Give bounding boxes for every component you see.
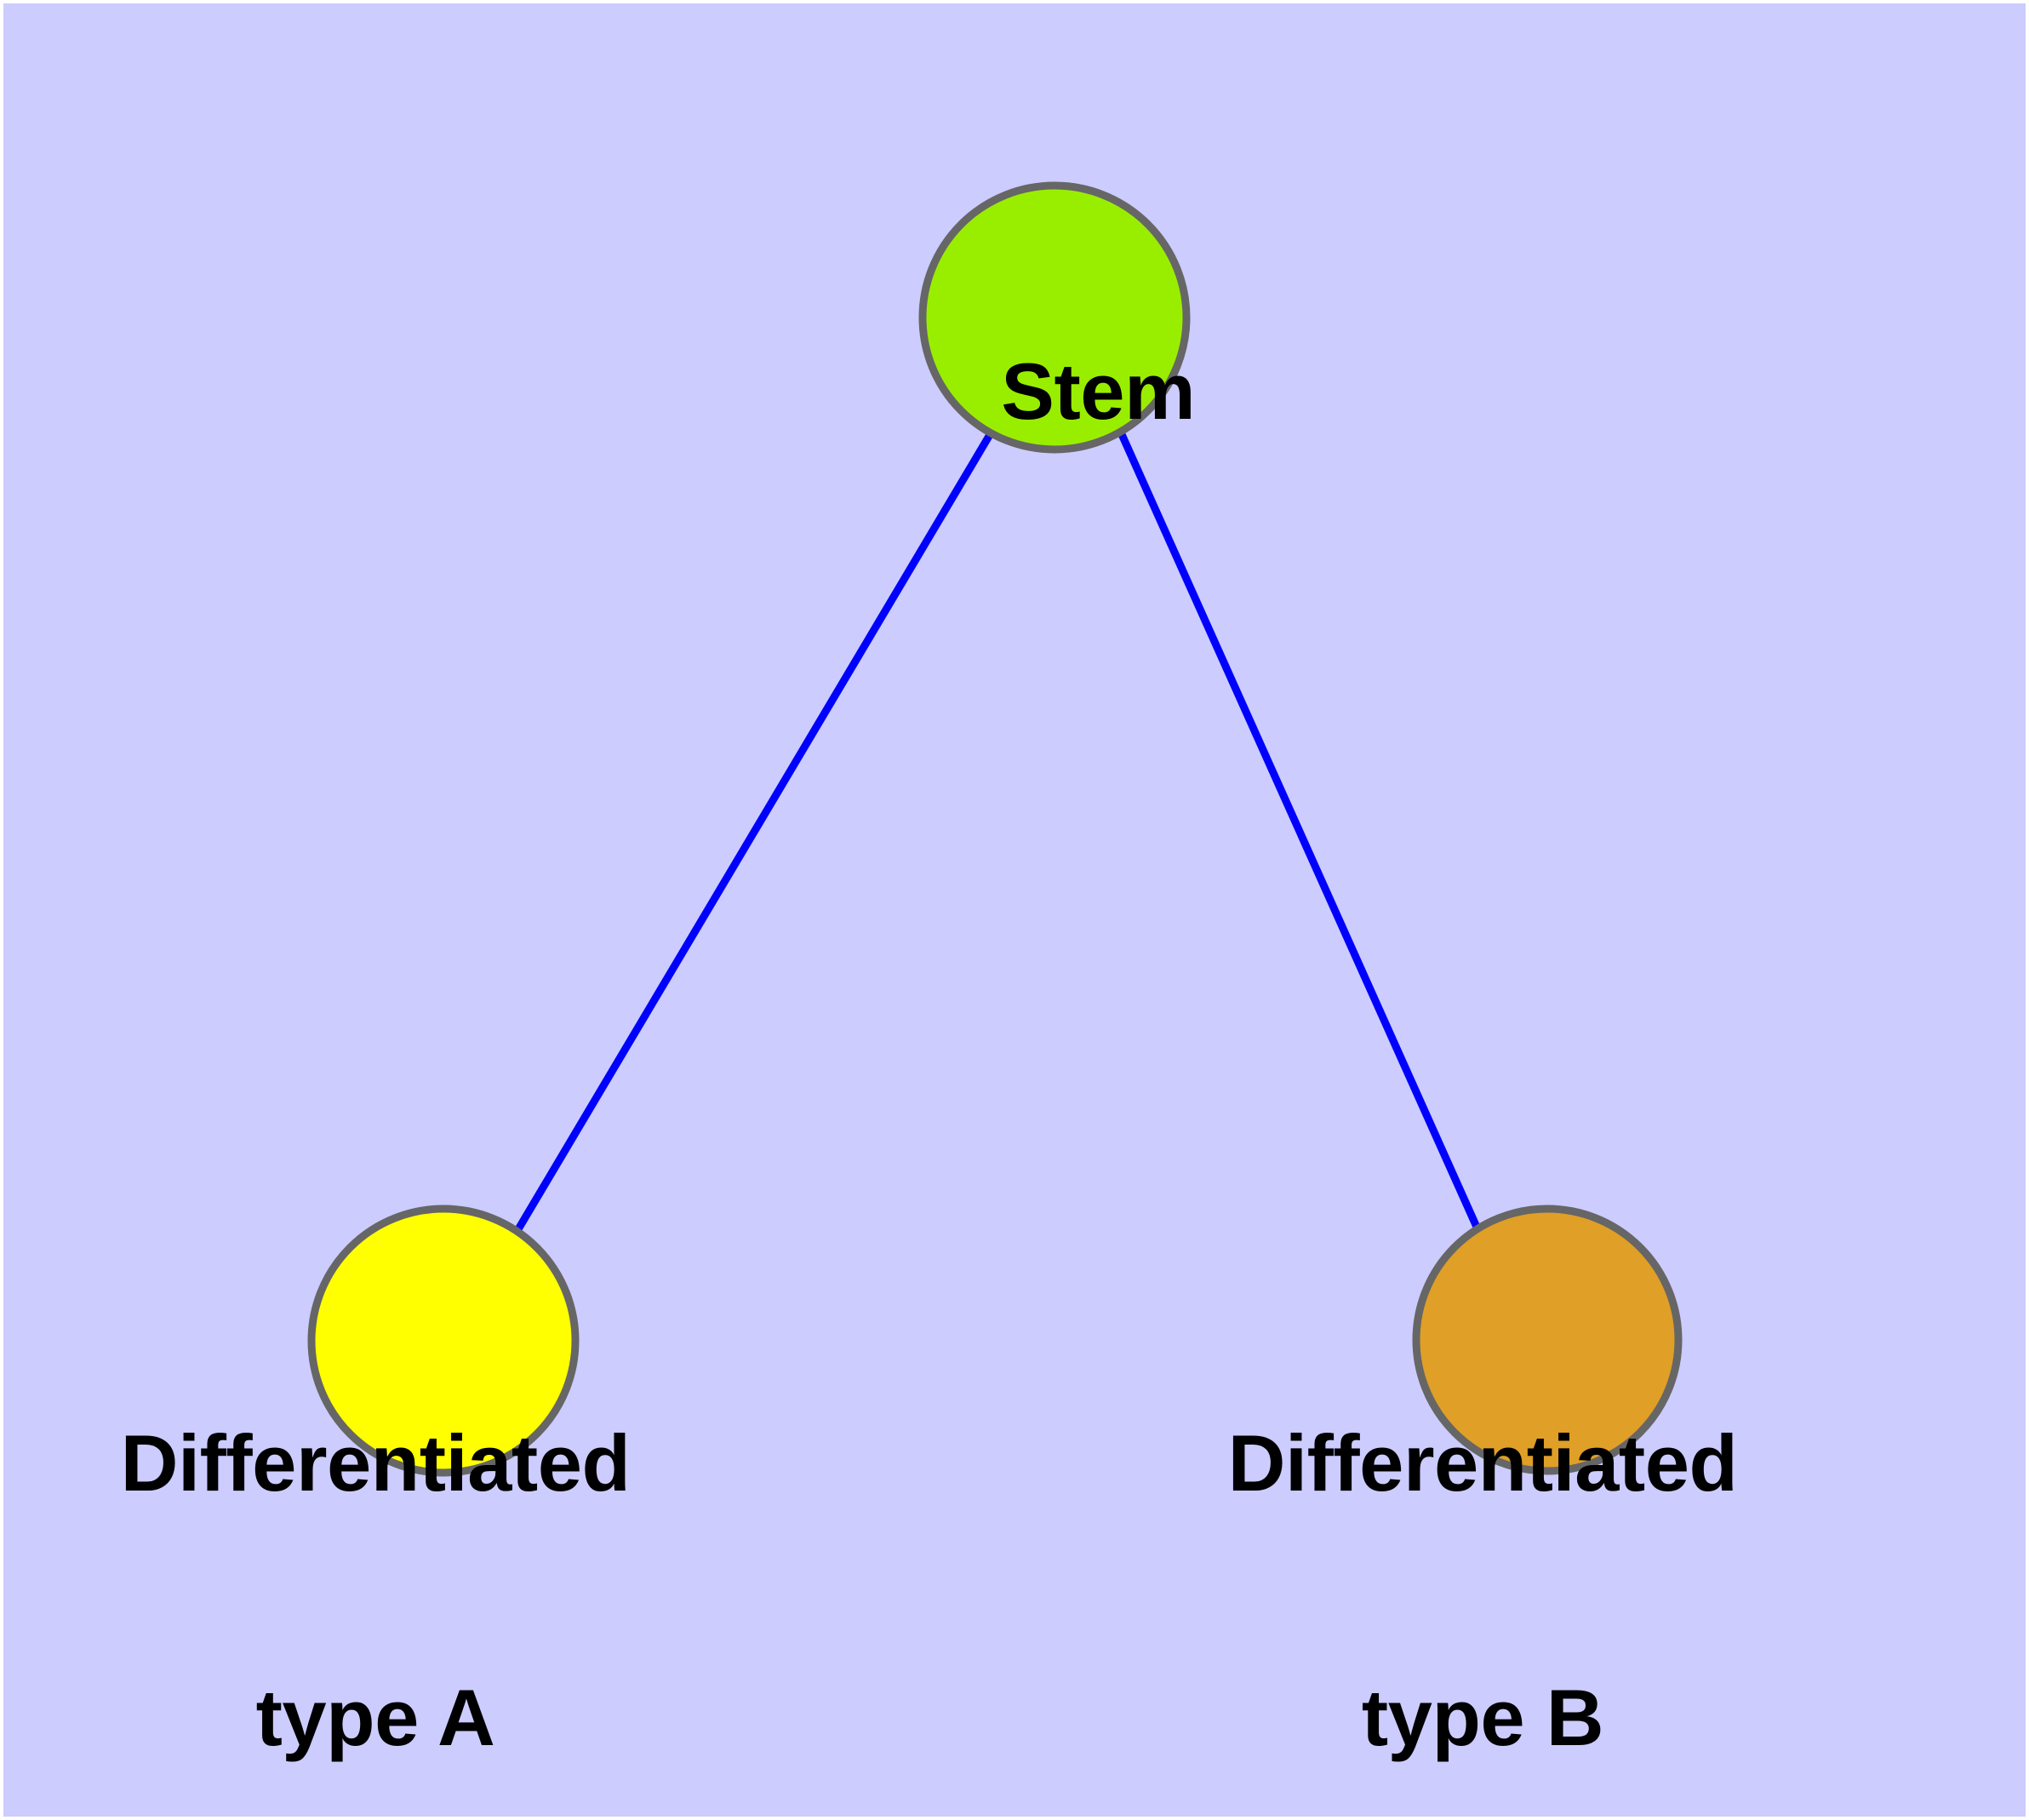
node-layer: [307, 181, 1683, 1477]
node-differentiated-type-b[interactable]: [1412, 1205, 1683, 1475]
node-stem[interactable]: [918, 181, 1191, 454]
node-differentiated-type-a[interactable]: [307, 1205, 580, 1477]
edge-layer: [512, 431, 1483, 1236]
edge-stem-to-diff-a[interactable]: [512, 431, 994, 1236]
edge-stem-to-diff-b[interactable]: [1117, 431, 1483, 1234]
